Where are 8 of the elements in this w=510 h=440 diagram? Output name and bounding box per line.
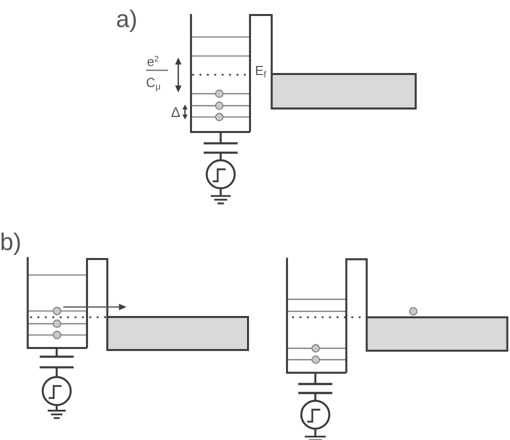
- panel-label: b): [0, 231, 22, 255]
- fraction-numerator: e$^{2}$: [147, 55, 159, 68]
- reservoir-block: [106, 316, 249, 351]
- reservoir-block: [270, 73, 417, 110]
- reservoir-block: [366, 316, 508, 352]
- level-spacing-label: Δ: [171, 105, 180, 119]
- fermi-energy-label: E$_{f}$: [255, 64, 266, 77]
- panel-label: a): [116, 8, 138, 32]
